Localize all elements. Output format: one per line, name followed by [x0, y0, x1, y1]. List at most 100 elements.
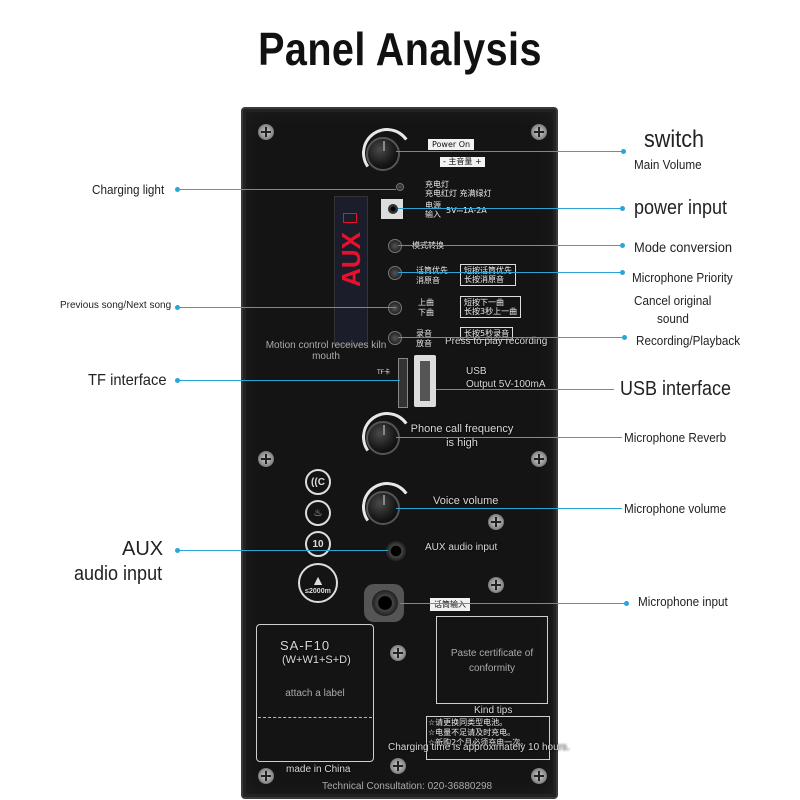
screw-icon [531, 768, 547, 784]
record-button[interactable] [388, 331, 402, 345]
callout-mode-conversion: Mode conversion [634, 239, 733, 255]
mic-priority-button[interactable] [388, 266, 402, 280]
switch-leader-dot [621, 149, 626, 154]
song-cn-1: 上曲 [418, 298, 434, 307]
callout-usb-interface: USB interface [620, 378, 732, 400]
callout-microphone-priority: Microphone Priority [632, 270, 733, 285]
mic-priority-leader [398, 272, 622, 273]
altitude-2000m-icon: ▲ ≤2000m [298, 563, 338, 603]
record-box: 长按5秒录音 [460, 327, 514, 340]
callout-cancel-original-2: sound [657, 311, 689, 326]
callout-previous-next-song: Previous song/Next song [60, 300, 172, 311]
callout-recording-playback: Recording/Playback [636, 333, 741, 348]
hot-surface-icon: ♨ [305, 500, 331, 526]
model-sub: (W+W1+S+D) [282, 654, 351, 666]
tf-card-slot[interactable] [398, 358, 408, 408]
callout-microphone-input: Microphone input [638, 594, 728, 609]
mic-priority-cn-2: 消原音 [416, 276, 440, 285]
callout-microphone-reverb: Microphone Reverb [624, 430, 727, 445]
screw-icon [258, 768, 274, 784]
mic-volume-leader [396, 508, 622, 509]
mic-priority-cn-1: 话筒优先 [416, 266, 448, 275]
recording-leader-dot [622, 335, 627, 340]
model-name: SA-F10 [280, 638, 331, 653]
callout-power-input: power input [634, 197, 728, 219]
charging-light-cn-2: 充电红灯 充满绿灯 [425, 189, 492, 198]
song-cn-2: 下曲 [418, 308, 434, 317]
screw-icon [390, 645, 406, 661]
screw-icon [531, 124, 547, 140]
motion-control-text: Motion control receives kiln mouth [265, 340, 387, 362]
charging-leader [178, 189, 396, 190]
screw-icon [488, 577, 504, 593]
callout-charging-light: Charging light [92, 182, 165, 197]
mic-priority-leader-dot [620, 270, 625, 275]
mic-input-hole [372, 590, 398, 616]
technical-consultation-text: Technical Consultation: 020-36880298 [322, 781, 493, 792]
callout-aux-1: AUX [122, 538, 164, 560]
screw-icon [258, 124, 274, 140]
usb-leader [436, 389, 614, 390]
mode-cn: 模式转换 [412, 241, 444, 251]
callout-switch: switch [644, 126, 705, 153]
reverb-leader [396, 437, 622, 438]
kind-tips-box [426, 716, 550, 760]
usb-output-text: Output 5V-100mA [466, 379, 546, 390]
power-input-hole [388, 204, 398, 214]
charging-time-text: Charging time is approximately 10 hours. [388, 742, 570, 753]
mic-reverb-knob[interactable] [366, 421, 400, 455]
certificate-box [436, 616, 548, 704]
song-leader [178, 307, 396, 308]
mode-button[interactable] [388, 239, 402, 253]
attach-label-text: attach a label [285, 688, 345, 699]
switch-leader [396, 151, 624, 152]
kind-tips-cn-3: ☆新购2个月必须充电一次。 [428, 738, 529, 747]
screw-icon [488, 514, 504, 530]
usb-label: USB [466, 366, 487, 377]
ccc-cert-icon: ((C [305, 469, 331, 495]
aux-audio-input-text: AUX audio input [425, 542, 498, 553]
kind-tips-cn-1: ☆请更换同类型电池。 [428, 718, 508, 727]
song-button[interactable] [388, 301, 402, 315]
recycle-10-icon: 10 [305, 531, 331, 557]
screw-icon [258, 451, 274, 467]
mic-input-tag: 话筒输入 [430, 598, 470, 611]
amplifier-panel [241, 107, 558, 799]
charging-light-led [396, 183, 404, 191]
tf-leader-dot [175, 378, 180, 383]
power-spec: 5V⎓1A-2A [446, 206, 487, 215]
display-text: AUX [336, 232, 366, 287]
led-display [334, 196, 368, 346]
callout-tf-interface: TF interface [88, 372, 167, 389]
aux-leader [178, 550, 388, 551]
voice-volume-text: Voice volume [433, 495, 499, 507]
tf-leader [178, 380, 400, 381]
record-cn-1: 录音 [416, 329, 432, 338]
mic-input-leader [400, 603, 626, 604]
song-box: 短按下一曲 长按3秒上一曲 [460, 296, 522, 318]
callout-microphone-volume: Microphone volume [624, 501, 727, 516]
mic-priority-box: 短按话筒优先 长按消原音 [460, 264, 516, 286]
mode-leader-dot [620, 243, 625, 248]
aux-input-jack[interactable] [386, 541, 406, 561]
screw-icon [531, 451, 547, 467]
power-input-leader [398, 208, 622, 209]
power-input-cn-2: 输入 [425, 210, 441, 219]
power-input-leader-dot [620, 206, 625, 211]
label-divider [258, 717, 372, 718]
screw-icon [390, 758, 406, 774]
phone-call-text: Phone call frequency is high [410, 423, 514, 449]
made-in-china-text: made in China [286, 764, 351, 775]
charging-leader-dot [175, 187, 180, 192]
power-on-tag: Power On [428, 139, 475, 150]
main-volume-knob[interactable] [366, 137, 400, 171]
callout-cancel-original-1: Cancel original [634, 293, 712, 308]
usb-port[interactable] [414, 355, 436, 407]
callout-main-volume: Main Volume [634, 157, 702, 172]
mic-volume-knob[interactable] [366, 491, 400, 525]
aux-leader-dot [175, 548, 180, 553]
paste-certificate-text: Paste certificate of conformity [450, 648, 534, 674]
power-input-cn-1: 电源 [425, 201, 441, 210]
mic-input-leader-dot [624, 601, 629, 606]
kind-tips-cn-2: ☆电量不足请及时充电。 [428, 728, 516, 737]
